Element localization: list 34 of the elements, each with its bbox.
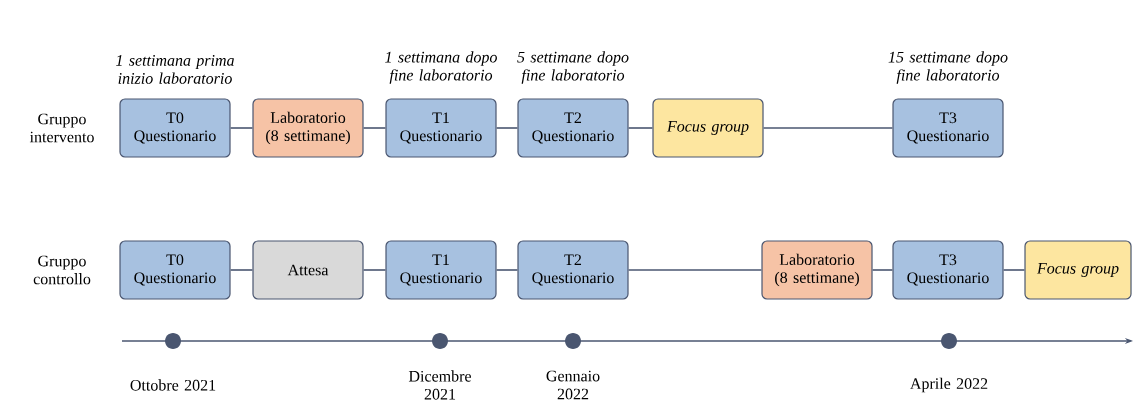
connector xyxy=(229,269,254,271)
group-label: Gruppo controllo xyxy=(33,255,91,285)
date-label: Ottobre 2021 xyxy=(130,379,216,391)
step-box: T3 Questionario xyxy=(892,240,1004,300)
connector xyxy=(495,269,519,271)
connector xyxy=(627,269,763,271)
step-box: Laboratorio (8 settimane) xyxy=(761,240,873,300)
step-box: T2 Questionario xyxy=(517,98,629,158)
connector xyxy=(871,269,894,271)
date-label: Gennaio 2022 xyxy=(546,370,600,400)
step-caption: 1 settimana dopo fine laboratorio xyxy=(385,51,497,84)
step-box: T3 Questionario xyxy=(892,98,1004,158)
step-box: Laboratorio (8 settimane) xyxy=(252,98,364,158)
connector xyxy=(762,127,894,129)
date-label: Aprile 2022 xyxy=(910,377,988,393)
step-box: T0 Questionario xyxy=(119,98,231,158)
step-box: Attesa xyxy=(252,240,364,300)
step-caption: 1 settimana prima inizio laboratorio xyxy=(116,55,234,84)
step-box: Focus group xyxy=(1024,240,1132,300)
connector xyxy=(1002,269,1026,271)
connector xyxy=(627,127,654,129)
connector xyxy=(362,127,387,129)
step-box: T1 Questionario xyxy=(385,98,497,158)
connector xyxy=(495,127,519,129)
connector xyxy=(229,127,254,129)
step-caption: 15 settimane dopo fine laboratorio xyxy=(888,51,1008,84)
group-label: Gruppo intervento xyxy=(29,113,94,143)
date-label: Dicembre 2021 xyxy=(408,370,471,400)
step-box: T1 Questionario xyxy=(385,240,497,300)
step-box: T2 Questionario xyxy=(517,240,629,300)
step-caption: 5 settimane dopo fine laboratorio xyxy=(517,51,629,84)
step-box: Focus group xyxy=(652,98,764,158)
connector xyxy=(362,269,387,271)
step-box: T0 Questionario xyxy=(119,240,231,300)
